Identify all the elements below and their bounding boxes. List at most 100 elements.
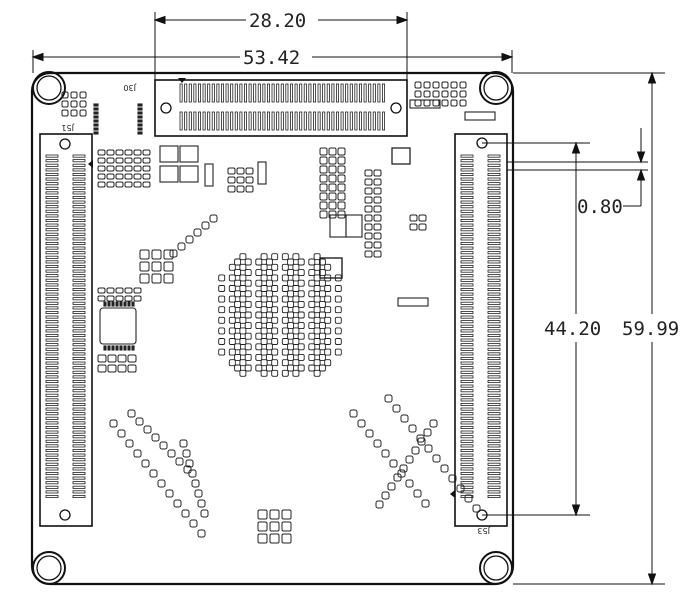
connector-pin bbox=[45, 232, 59, 236]
bga-pad bbox=[234, 322, 242, 330]
bga-pad bbox=[271, 263, 279, 271]
bga-pad bbox=[308, 364, 316, 372]
smd-passive bbox=[169, 249, 178, 258]
smd-passive bbox=[117, 364, 127, 373]
connector-pin bbox=[487, 223, 501, 227]
connector-pin bbox=[460, 485, 474, 489]
smd-passive bbox=[177, 242, 186, 251]
connector-pin bbox=[72, 297, 86, 301]
bga-pad bbox=[265, 311, 273, 319]
connector-pin bbox=[460, 324, 474, 328]
bga-pad bbox=[318, 364, 326, 372]
bga-pad bbox=[334, 338, 342, 345]
bga-pad bbox=[260, 338, 268, 345]
connector-pin bbox=[487, 389, 501, 393]
smd-passive bbox=[373, 241, 382, 249]
connector-pin bbox=[487, 177, 501, 181]
connector-pin bbox=[262, 111, 266, 131]
smd-passive bbox=[364, 232, 373, 240]
smd-passive bbox=[364, 214, 373, 222]
connector-pin bbox=[72, 458, 86, 462]
connector-pin bbox=[72, 269, 86, 273]
connector-pin bbox=[45, 421, 59, 425]
connector-pin bbox=[72, 237, 86, 241]
bga-pad bbox=[228, 338, 236, 345]
connector-pin bbox=[487, 453, 501, 457]
connector-pin bbox=[45, 260, 59, 264]
connector-pin bbox=[460, 306, 474, 310]
bga-pad bbox=[324, 327, 332, 335]
smd-passive bbox=[328, 210, 337, 219]
qfn-pad bbox=[103, 301, 107, 307]
bga-pad bbox=[334, 316, 342, 324]
connector-pin bbox=[312, 83, 316, 103]
right-connector bbox=[450, 133, 508, 527]
bga-pad bbox=[234, 311, 242, 319]
bga-pad bbox=[287, 353, 295, 361]
connector-pin bbox=[45, 439, 59, 443]
bga-pad bbox=[308, 258, 316, 266]
smd-passive bbox=[141, 459, 150, 468]
connector-pin bbox=[487, 232, 501, 236]
dimension-lines bbox=[31, 12, 665, 586]
bga-pad bbox=[239, 359, 247, 367]
smd-passive bbox=[175, 457, 184, 466]
qfn-pad bbox=[137, 131, 143, 135]
connector-pin bbox=[45, 370, 59, 374]
smd-passive bbox=[373, 214, 382, 222]
bga-pad bbox=[271, 348, 279, 356]
connector-pin bbox=[487, 301, 501, 305]
connector-pin bbox=[354, 83, 358, 103]
smd-passive bbox=[97, 181, 106, 188]
smd-passive bbox=[189, 519, 198, 528]
smd-passive bbox=[151, 261, 162, 272]
connector-pin bbox=[487, 439, 501, 443]
connector-pin bbox=[372, 111, 376, 131]
connector-pin bbox=[72, 310, 86, 314]
smd-passive bbox=[165, 489, 174, 498]
smd-passive bbox=[405, 455, 414, 464]
smd-passive bbox=[364, 223, 373, 231]
bga-pad bbox=[244, 364, 252, 372]
smd-passive bbox=[257, 533, 268, 544]
smd-passive bbox=[328, 201, 337, 210]
connector-pin bbox=[45, 343, 59, 347]
connector-pin bbox=[294, 83, 298, 103]
connector-pin bbox=[276, 83, 280, 103]
smd-passive bbox=[373, 178, 382, 186]
connector-pin bbox=[312, 111, 316, 131]
connector-pin bbox=[460, 416, 474, 420]
connector-pin bbox=[72, 375, 86, 379]
bga-pad bbox=[260, 369, 268, 377]
connector-pin bbox=[45, 393, 59, 397]
connector-pin bbox=[225, 83, 229, 103]
bga-pad bbox=[234, 269, 242, 277]
smd-passive bbox=[115, 173, 124, 180]
connector-pin bbox=[45, 425, 59, 429]
smd-passive bbox=[115, 149, 124, 156]
bga-pad bbox=[297, 353, 305, 361]
smd-passive bbox=[440, 464, 449, 473]
connector-pin bbox=[45, 458, 59, 462]
connector-pin bbox=[280, 83, 284, 103]
qfn-pad bbox=[111, 345, 115, 351]
connector-pin bbox=[460, 370, 474, 374]
smd-passive bbox=[414, 81, 422, 89]
smd-passive bbox=[349, 409, 358, 418]
connector-pin bbox=[326, 111, 330, 131]
smd-passive bbox=[421, 499, 430, 508]
bga-pad bbox=[318, 258, 326, 266]
bga-pad bbox=[292, 327, 300, 335]
connector-pin bbox=[487, 471, 501, 475]
smd-passive bbox=[185, 235, 194, 244]
smd-passive bbox=[269, 533, 280, 544]
top-connector-pins-row-a bbox=[179, 83, 385, 103]
bga-pad bbox=[324, 295, 332, 303]
bga-pad bbox=[228, 327, 236, 335]
bga-pad bbox=[271, 316, 279, 324]
bga-pad bbox=[308, 279, 316, 287]
bga-pad bbox=[234, 290, 242, 298]
connector-pin bbox=[72, 494, 86, 498]
smd-passive bbox=[236, 167, 245, 175]
smd-passive bbox=[364, 178, 373, 186]
